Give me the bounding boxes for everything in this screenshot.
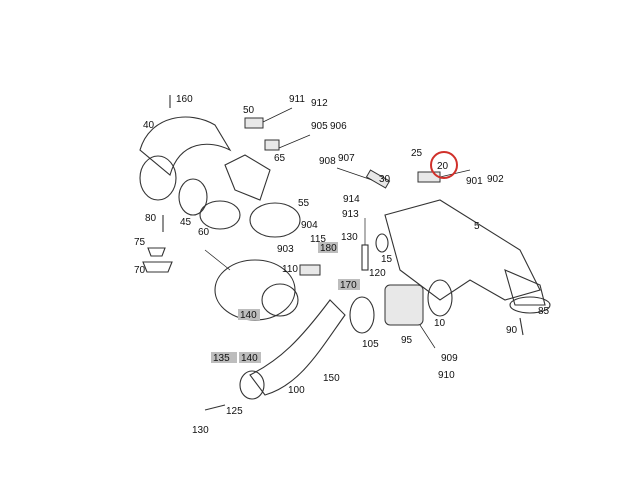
- clamp-55: [249, 202, 301, 238]
- part-label[interactable]: 912: [311, 98, 328, 109]
- throttle-body-95: [384, 284, 424, 326]
- part-label[interactable]: 135: [213, 353, 230, 364]
- part-label[interactable]: 906: [330, 121, 347, 132]
- part-label[interactable]: 130: [192, 425, 209, 436]
- part-drawings: [139, 95, 551, 411]
- part-label[interactable]: 914: [343, 194, 360, 205]
- hose-45: [178, 178, 208, 216]
- part-label[interactable]: 180: [320, 243, 337, 254]
- turbo-inlet: [261, 283, 299, 317]
- sensor-120: [361, 244, 369, 271]
- part-label[interactable]: 45: [180, 217, 192, 228]
- intake-manifold-5: [384, 199, 541, 301]
- part-label[interactable]: 110: [282, 264, 298, 275]
- part-label[interactable]: 60: [198, 227, 210, 238]
- part-label[interactable]: 904: [301, 220, 318, 231]
- sensor-65: [264, 139, 280, 151]
- gasket-105: [349, 296, 375, 334]
- part-label-highlighted[interactable]: 20: [437, 161, 449, 172]
- part-label[interactable]: 911: [289, 94, 305, 105]
- pipe-end: [239, 370, 265, 400]
- flange-70: [142, 261, 173, 273]
- part-label[interactable]: 140: [241, 353, 258, 364]
- part-label[interactable]: 901: [466, 176, 483, 187]
- part-labels: 160 40 50 911 912 905 906 65 908 907 25 …: [134, 94, 550, 436]
- bolt-90: [519, 317, 524, 336]
- part-label[interactable]: 905: [311, 121, 328, 132]
- gasket-85: [509, 296, 551, 314]
- part-label[interactable]: 907: [338, 153, 355, 164]
- gasket-10: [427, 279, 453, 317]
- part-label[interactable]: 40: [143, 120, 155, 131]
- bolt-130: [204, 404, 226, 411]
- duct-clamp: [139, 155, 177, 201]
- part-label[interactable]: 10: [434, 318, 446, 329]
- part-label[interactable]: 105: [362, 339, 379, 350]
- part-label[interactable]: 160: [176, 94, 193, 105]
- part-label[interactable]: 913: [342, 209, 359, 220]
- manifold-outlet: [504, 269, 546, 306]
- sensor-50: [244, 117, 264, 129]
- air-duct-40: [139, 116, 232, 176]
- part-label[interactable]: 909: [441, 353, 458, 364]
- part-label[interactable]: 120: [369, 268, 386, 279]
- part-label[interactable]: 15: [381, 254, 393, 265]
- part-label[interactable]: 100: [288, 385, 305, 396]
- highlight-circle: [430, 151, 458, 179]
- gray-label-boxes: [211, 242, 360, 363]
- part-label[interactable]: 55: [298, 198, 310, 209]
- bracket-75: [147, 247, 166, 257]
- part-label[interactable]: 903: [277, 244, 294, 255]
- leader-lines: [204, 107, 471, 349]
- part-label[interactable]: 25: [411, 148, 423, 159]
- part-label[interactable]: 75: [134, 237, 146, 248]
- part-label[interactable]: 85: [538, 306, 550, 317]
- part-label[interactable]: 50: [243, 105, 255, 116]
- bellows-hose: [224, 154, 271, 201]
- part-label[interactable]: 115: [310, 234, 326, 245]
- part-label[interactable]: 90: [506, 325, 518, 336]
- part-label[interactable]: 30: [379, 174, 391, 185]
- part-label[interactable]: 80: [145, 213, 157, 224]
- part-label[interactable]: 130: [341, 232, 358, 243]
- charge-pipe-100: [249, 299, 346, 396]
- part-label[interactable]: 150: [323, 373, 340, 384]
- clamp-60: [199, 200, 241, 230]
- part-label[interactable]: 70: [134, 265, 146, 276]
- part-label[interactable]: 170: [340, 280, 357, 291]
- part-label[interactable]: 5: [474, 221, 480, 232]
- sensor-20: [417, 171, 441, 183]
- part-label[interactable]: 140: [240, 310, 257, 321]
- sensor-110: [299, 264, 321, 276]
- part-label[interactable]: 95: [401, 335, 413, 346]
- part-label[interactable]: 125: [226, 406, 243, 417]
- part-label[interactable]: 902: [487, 174, 504, 185]
- gasket-15: [375, 233, 389, 253]
- part-label[interactable]: 910: [438, 370, 455, 381]
- part-label[interactable]: 65: [274, 153, 286, 164]
- part-label[interactable]: 908: [319, 156, 336, 167]
- sensor-30: [365, 169, 391, 189]
